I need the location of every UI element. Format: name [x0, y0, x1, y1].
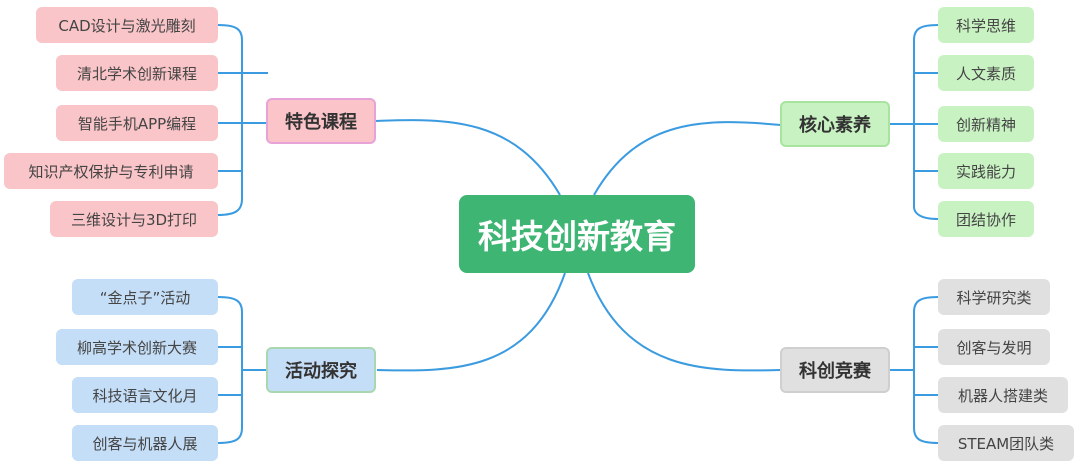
connector-root-special: [374, 119, 561, 196]
leaf-core-literacy-3[interactable]: 创新精神: [938, 106, 1034, 142]
leaf-activities-4[interactable]: 创客与机器人展: [72, 425, 218, 461]
leaf-special-courses-3[interactable]: 智能手机APP编程: [56, 105, 218, 141]
leaf-competitions-4[interactable]: STEAM团队类: [938, 425, 1074, 461]
bracket-special: [217, 24, 243, 216]
leaf-competitions-3[interactable]: 机器人搭建类: [938, 377, 1068, 413]
leaf-special-courses-2[interactable]: 清北学术创新课程: [56, 55, 218, 91]
branch-core-literacy[interactable]: 核心素养: [780, 101, 890, 147]
leaf-activities-1[interactable]: “金点子”活动: [72, 279, 218, 315]
leaf-core-literacy-4[interactable]: 实践能力: [938, 153, 1034, 189]
connector-root-competitions: [587, 272, 781, 372]
branch-activities[interactable]: 活动探究: [266, 347, 376, 393]
leaf-core-literacy-5[interactable]: 团结协作: [938, 201, 1034, 237]
leaf-special-courses-4[interactable]: 知识产权保护与专利申请: [4, 153, 218, 189]
root-node[interactable]: 科技创新教育: [459, 195, 695, 273]
leaf-core-literacy-2[interactable]: 人文素质: [938, 55, 1034, 91]
leaf-competitions-1[interactable]: 科学研究类: [938, 279, 1050, 315]
branch-special-courses[interactable]: 特色课程: [266, 98, 376, 144]
leaf-activities-3[interactable]: 科技语言文化月: [72, 377, 218, 413]
bracket-competitions: [913, 296, 939, 444]
leaf-special-courses-5[interactable]: 三维设计与3D打印: [50, 201, 218, 237]
leaf-special-courses-1[interactable]: CAD设计与激光雕刻: [36, 7, 218, 43]
connector-root-activities: [376, 272, 566, 372]
branch-competitions[interactable]: 科创竞赛: [780, 347, 890, 393]
bracket-activities: [217, 296, 243, 444]
leaf-competitions-2[interactable]: 创客与发明: [938, 329, 1050, 365]
leaf-core-literacy-1[interactable]: 科学思维: [938, 7, 1034, 43]
leaf-activities-2[interactable]: 柳高学术创新大赛: [56, 329, 218, 365]
connector-root-core: [593, 121, 782, 196]
bracket-core: [913, 24, 939, 220]
